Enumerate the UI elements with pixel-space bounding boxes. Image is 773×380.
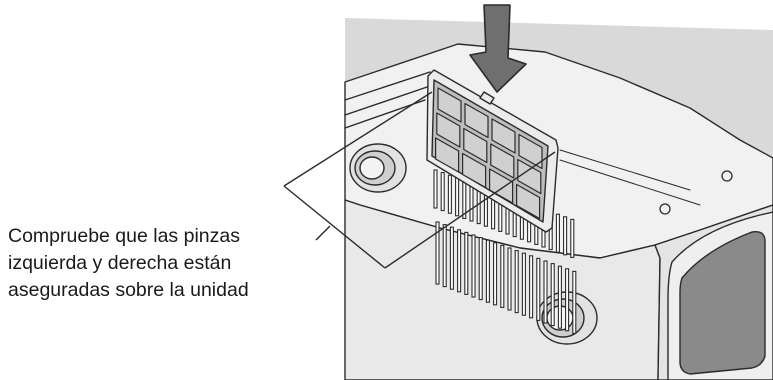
filter-cover (426, 69, 559, 233)
vent-slot (493, 242, 498, 306)
down-arrow-icon (469, 4, 527, 93)
filter-mesh-cell (518, 133, 543, 170)
vent-slot (514, 250, 519, 314)
vent-slot (485, 239, 490, 303)
filter-mesh-cell (463, 127, 488, 164)
vent-slot (572, 270, 577, 334)
vent-slot (440, 172, 445, 212)
vent-slot (478, 237, 483, 301)
vent-slot (455, 177, 460, 217)
callout-leader-lines (283, 91, 556, 269)
callout-line-1: Compruebe que las pinzas (8, 225, 240, 247)
vent-slot (529, 255, 534, 319)
vent-slot (449, 226, 454, 290)
filter-mesh-cell (489, 168, 514, 204)
vent-slot (457, 229, 462, 293)
left-knob (349, 143, 407, 193)
filter-mesh-cell (437, 87, 462, 123)
vent-slot (447, 174, 452, 214)
vent-slot (469, 182, 474, 222)
filter-mesh-cell (435, 137, 460, 173)
vent-slot (464, 231, 469, 295)
vent-slot (565, 268, 570, 332)
vent-slot (500, 244, 505, 308)
vent-slot (563, 216, 568, 256)
vent-slot (433, 169, 438, 209)
vent-slot (471, 234, 476, 298)
vent-slot (543, 260, 548, 324)
filter-mesh-cell (462, 152, 487, 189)
vent-slot (442, 224, 447, 288)
vent-slot (521, 252, 526, 316)
callout-line-3: aseguradas sobre la unidad (8, 279, 249, 301)
filter-mesh-cell (517, 158, 542, 195)
screw-dot (721, 170, 733, 182)
screw-dot (659, 203, 671, 215)
vent-slot (507, 247, 512, 311)
filter-mesh-cell (464, 102, 489, 139)
vent-slot (555, 213, 560, 253)
filter-mesh-cell (515, 183, 541, 220)
vent-slot (550, 263, 555, 327)
callout-line-2: izquierda y derecha están (8, 252, 232, 274)
vent-grille (433, 169, 577, 334)
vent-slot (570, 218, 575, 258)
vent-slot (536, 257, 541, 321)
filter-mesh-cell (436, 112, 461, 148)
callout-text: Compruebe que las pinzas izquierda y der… (8, 223, 338, 304)
filter-mesh-cell (491, 118, 516, 154)
vent-slot (435, 221, 440, 285)
vent-slot (557, 265, 562, 329)
filter-mesh-cell (490, 143, 515, 179)
